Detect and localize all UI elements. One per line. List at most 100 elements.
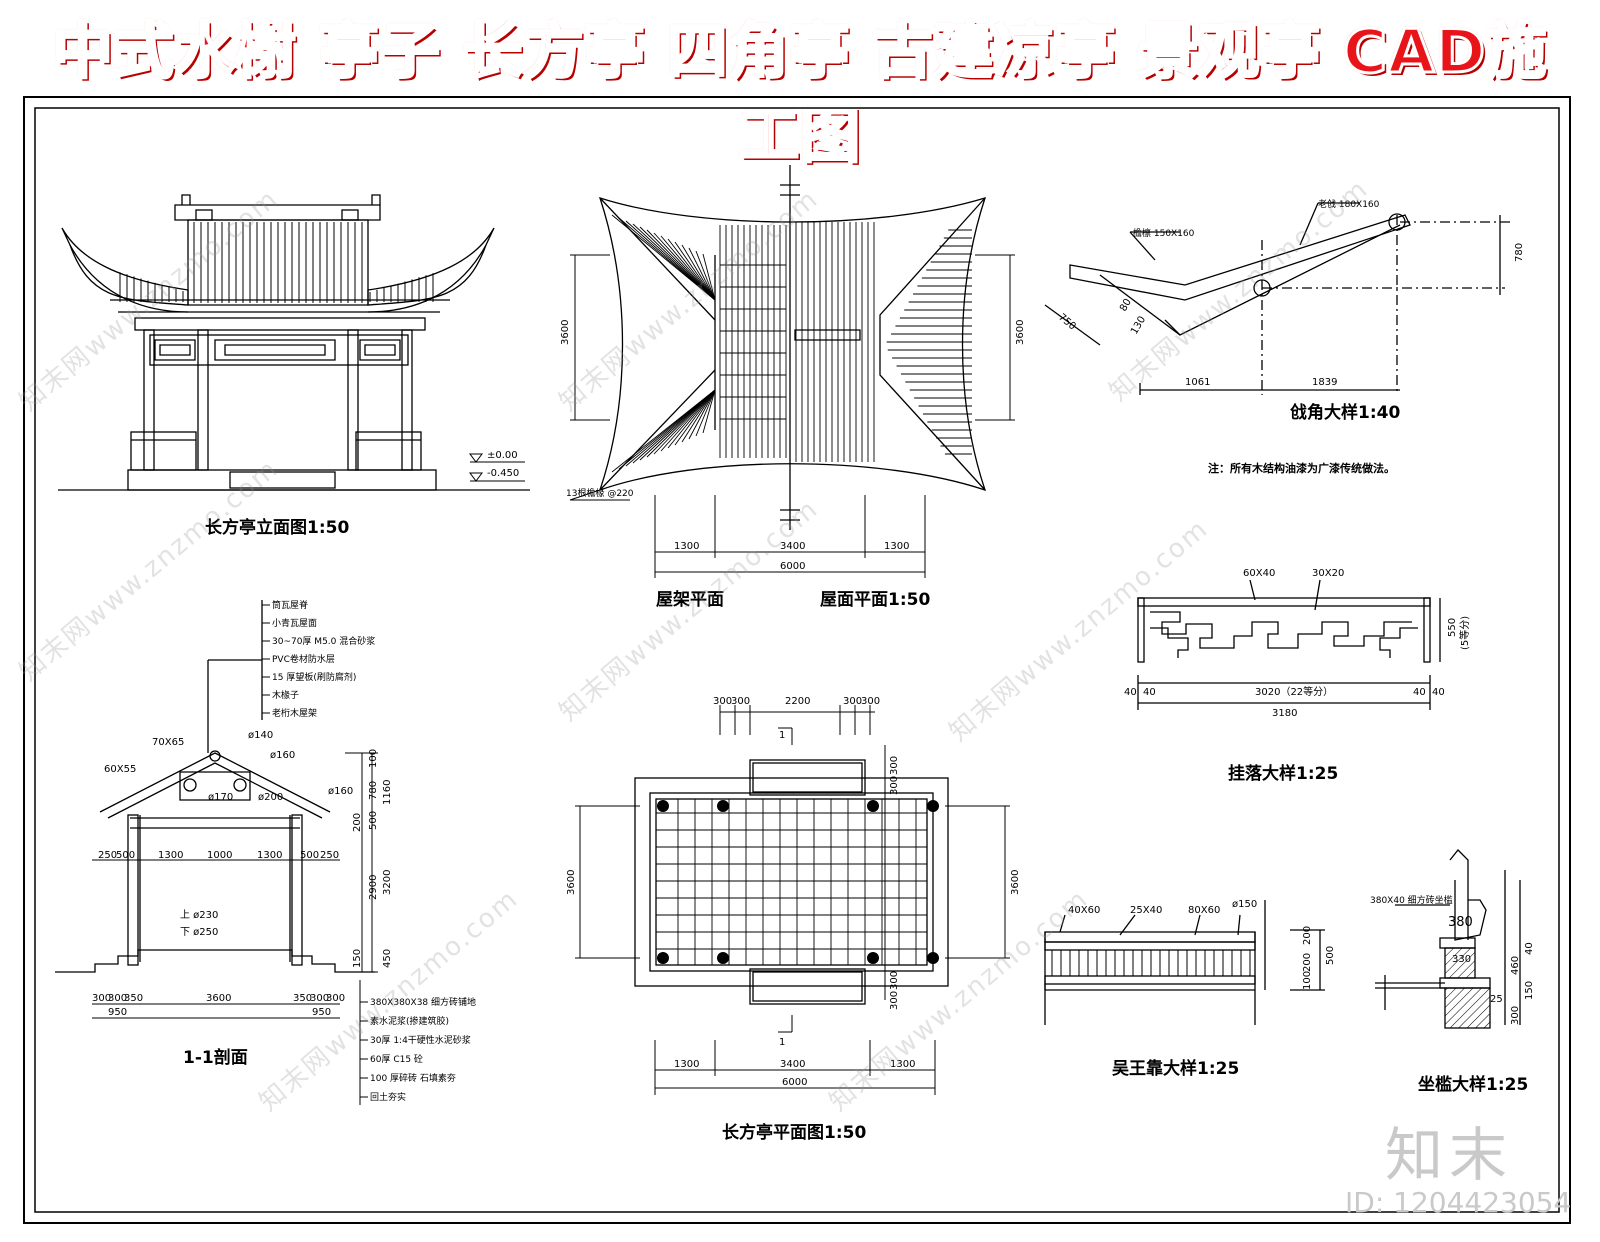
sec-d1300a: 1300 bbox=[158, 850, 183, 861]
corner-label-a: 檐檩 150X160 bbox=[1133, 227, 1195, 239]
level-bottom: -0.450 bbox=[487, 468, 519, 479]
section-layer-0: 筒瓦屋脊 bbox=[272, 599, 308, 611]
title-text: 中式水榭 亭子 长方亭 四角亭 古建凉亭 景观亭 CAD施工图 bbox=[51, 16, 1548, 173]
hang-d40a: 40 bbox=[1124, 687, 1137, 698]
plan-t300a: 300 bbox=[713, 696, 732, 707]
plan-t2200: 2200 bbox=[785, 696, 810, 707]
seat-d380: 380 bbox=[1448, 915, 1473, 930]
seat-d330: 330 bbox=[1452, 954, 1471, 965]
bench-v200a: 200 bbox=[1302, 926, 1313, 945]
sec-d250b: 250 bbox=[320, 850, 339, 861]
image-id: ID: 1204423054 bbox=[1345, 1186, 1572, 1219]
plan-r300b: 300 bbox=[889, 776, 900, 795]
section-layer-5: 木椽子 bbox=[272, 689, 299, 701]
section-layer-1: 小青瓦屋面 bbox=[272, 617, 317, 629]
seat-label: 380X40 细方砖坐槛 bbox=[1370, 894, 1453, 906]
bench-caption: 吴王靠大样1:25 bbox=[1112, 1058, 1239, 1079]
seat-d25: 25 bbox=[1490, 994, 1503, 1005]
plan-r300a: 300 bbox=[889, 756, 900, 775]
section-floor-layer-3: 60厚 C15 砼 bbox=[370, 1053, 423, 1065]
seat-caption: 坐槛大样1:25 bbox=[1418, 1074, 1528, 1095]
bench-v500: 500 bbox=[1325, 946, 1336, 965]
section-floor-layer-0: 380X380X38 细方砖铺地 bbox=[370, 996, 476, 1008]
sec-d300c: 300 bbox=[310, 993, 329, 1004]
sec-v3200: 3200 bbox=[382, 870, 393, 895]
roof-dim-left: 3600 bbox=[560, 320, 571, 345]
sec-60x55: 60X55 bbox=[104, 764, 136, 775]
roof-dim-b: 3400 bbox=[780, 541, 805, 552]
brand-mark: 知末 bbox=[1385, 1121, 1514, 1189]
drawing-sheet bbox=[23, 96, 1571, 1224]
roof-dim-a: 1300 bbox=[674, 541, 699, 552]
hanging-caption: 挂落大样1:25 bbox=[1228, 763, 1338, 784]
section-layer-4: 15 厚望板(刷防腐剂) bbox=[272, 671, 356, 683]
sec-170: ø170 bbox=[208, 792, 233, 803]
plan-b1300a: 1300 bbox=[674, 1059, 699, 1070]
sec-d250: 250 bbox=[98, 850, 117, 861]
sec-d3600: 3600 bbox=[206, 993, 231, 1004]
corner-label-b: 老戗 180X160 bbox=[1318, 198, 1380, 210]
sec-d500a: 500 bbox=[116, 850, 135, 861]
hang-d40b: 40 bbox=[1143, 687, 1156, 698]
corner-d780: 780 bbox=[1514, 243, 1525, 262]
sec-v2900: 2900 bbox=[368, 875, 379, 900]
sec-d1000: 1000 bbox=[207, 850, 232, 861]
corner-note: 注：所有木结构油漆为广漆传统做法。 bbox=[1208, 461, 1395, 475]
hang-lbl2: 30X20 bbox=[1312, 568, 1344, 579]
hang-d550: 550 bbox=[1447, 618, 1458, 637]
roof-dim-right: 3600 bbox=[1015, 320, 1026, 345]
sec-v780: 780 bbox=[368, 781, 379, 800]
sec-d950a: 950 bbox=[108, 1007, 127, 1018]
bench-150: ø150 bbox=[1232, 899, 1257, 910]
bench-v200b: 200 bbox=[1302, 953, 1313, 972]
roof-dim-c: 1300 bbox=[884, 541, 909, 552]
plan-r300d: 300 bbox=[889, 991, 900, 1010]
sec-v100: 100 bbox=[368, 749, 379, 768]
seat-v300: 300 bbox=[1510, 1006, 1521, 1025]
section-floor-layer-4: 100 厚碎砖 石填素夯 bbox=[370, 1072, 456, 1084]
sec-d300b: 300 bbox=[108, 993, 127, 1004]
plan-d3600l: 3600 bbox=[566, 870, 577, 895]
page-title: 中式水榭 亭子 长方亭 四角亭 古建凉亭 景观亭 CAD施工图 bbox=[50, 10, 1550, 173]
seat-v460: 460 bbox=[1510, 956, 1521, 975]
roof-plan-caption: 屋面平面1:50 bbox=[820, 590, 930, 610]
bench-25x40: 25X40 bbox=[1130, 905, 1162, 916]
sec-v500: 500 bbox=[368, 811, 379, 830]
section-floor-layer-1: 素水泥浆(掺建筑胶) bbox=[370, 1015, 449, 1027]
plan-b3400: 3400 bbox=[780, 1059, 805, 1070]
plan-t300b: 300 bbox=[731, 696, 750, 707]
seat-v150: 150 bbox=[1524, 981, 1535, 1000]
sec-d500b: 500 bbox=[300, 850, 319, 861]
sec-140: ø140 bbox=[248, 730, 273, 741]
sec-d350a: 350 bbox=[124, 993, 143, 1004]
plan-mark-1b: 1 bbox=[779, 1037, 785, 1048]
hang-d3020: 3020（22等分） bbox=[1255, 685, 1333, 698]
hang-d3180: 3180 bbox=[1272, 708, 1297, 719]
sec-d300d: 300 bbox=[326, 993, 345, 1004]
roof-frame-caption: 屋架平面 bbox=[656, 589, 724, 610]
sec-d300a: 300 bbox=[92, 993, 111, 1004]
sec-160b: ø160 bbox=[328, 786, 353, 797]
plan-mark-1a: 1 bbox=[779, 730, 785, 741]
roof-dim-total: 6000 bbox=[780, 561, 805, 572]
hang-lbl1: 60X40 bbox=[1243, 568, 1275, 579]
sec-col-top: 上 ø230 bbox=[180, 909, 218, 921]
level-top: ±0.00 bbox=[487, 450, 518, 461]
sec-v150: 150 bbox=[352, 949, 363, 968]
bench-v100: 100 bbox=[1302, 971, 1313, 990]
sec-v1160: 1160 bbox=[382, 780, 393, 805]
bench-80x60: 80X60 bbox=[1188, 905, 1220, 916]
hang-d40c: 40 bbox=[1413, 687, 1426, 698]
sec-v200: 200 bbox=[352, 813, 363, 832]
sec-d350b: 350 bbox=[293, 993, 312, 1004]
corner-d1061: 1061 bbox=[1185, 377, 1210, 388]
plan-b1300b: 1300 bbox=[890, 1059, 915, 1070]
section-layer-2: 30~70厚 M5.0 混合砂浆 bbox=[272, 635, 375, 647]
sec-160a: ø160 bbox=[270, 750, 295, 761]
section-floor-layer-5: 回土夯实 bbox=[370, 1091, 406, 1103]
